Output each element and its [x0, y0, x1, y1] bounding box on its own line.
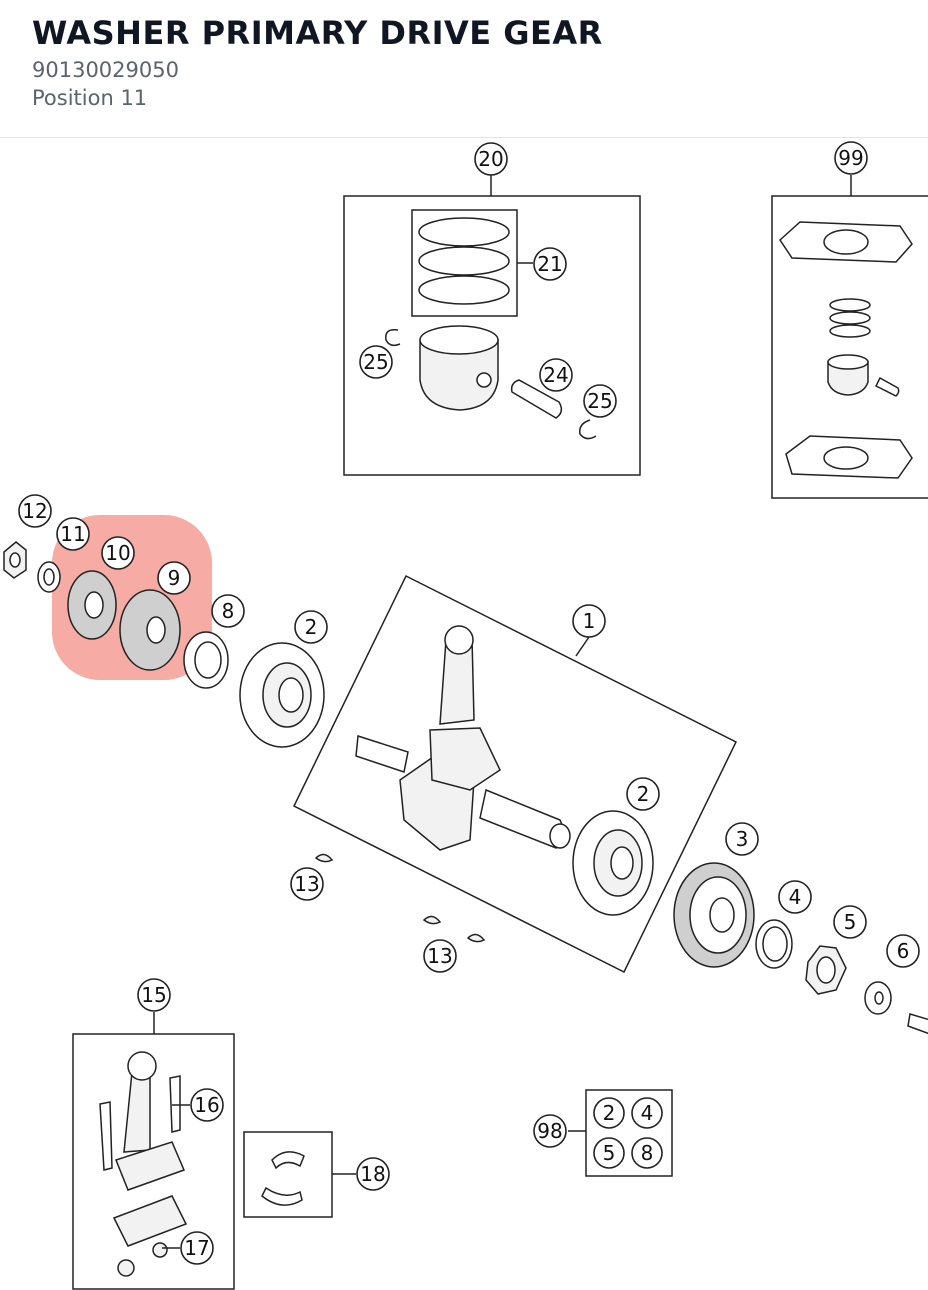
page-title: WASHER PRIMARY DRIVE GEAR [32, 14, 603, 52]
callout-20[interactable]: 20 [474, 142, 508, 176]
position-label: Position 11 [32, 86, 148, 110]
svg-text:17: 17 [184, 1236, 209, 1260]
primary-drive-parts[interactable] [3, 541, 325, 748]
callout-21[interactable]: 21 [533, 247, 567, 281]
key-13b[interactable] [422, 915, 442, 925]
callout-5[interactable]: 5 [833, 905, 867, 939]
svg-text:8: 8 [641, 1141, 654, 1165]
svg-text:13: 13 [427, 944, 452, 968]
svg-text:8: 8 [222, 599, 235, 623]
callout-4[interactable]: 4 [778, 880, 812, 914]
callout-12[interactable]: 12 [18, 494, 52, 528]
svg-text:98: 98 [537, 1119, 562, 1143]
callout-11[interactable]: 11 [56, 517, 90, 551]
callout-24[interactable]: 24 [539, 358, 573, 392]
svg-text:16: 16 [194, 1093, 219, 1117]
part-number: 90130029050 [32, 58, 179, 82]
callout-98[interactable]: 98 [533, 1114, 567, 1148]
kit-callout-4[interactable]: 4 [631, 1097, 663, 1129]
svg-text:4: 4 [789, 885, 802, 909]
svg-text:15: 15 [141, 983, 166, 1007]
svg-text:6: 6 [897, 939, 910, 963]
key-13c[interactable] [466, 933, 486, 943]
svg-text:11: 11 [60, 522, 85, 546]
callout-99[interactable]: 99 [834, 141, 868, 175]
callout-6[interactable]: 6 [886, 934, 920, 968]
svg-text:2: 2 [305, 615, 318, 639]
svg-text:2: 2 [637, 782, 650, 806]
callout-13b[interactable]: 13 [423, 939, 457, 973]
svg-text:9: 9 [168, 566, 181, 590]
svg-text:24: 24 [543, 363, 568, 387]
timing-drive-parts[interactable] [673, 862, 928, 1035]
bearing-kit-group[interactable] [568, 1089, 673, 1177]
callout-25a[interactable]: 25 [359, 345, 393, 379]
svg-text:21: 21 [537, 252, 562, 276]
svg-text:25: 25 [587, 389, 612, 413]
kit-group[interactable] [771, 175, 928, 499]
svg-text:3: 3 [736, 827, 749, 851]
callout-13a[interactable]: 13 [290, 867, 324, 901]
callout-15[interactable]: 15 [137, 978, 171, 1012]
callout-16[interactable]: 16 [190, 1088, 224, 1122]
exploded-parts-diagram[interactable]: 20 99 21 25 24 25 12 11 10 9 8 2 1 2 3 4… [0, 138, 928, 1290]
svg-text:5: 5 [844, 910, 857, 934]
callout-3[interactable]: 3 [725, 822, 759, 856]
svg-text:2: 2 [603, 1101, 616, 1125]
callout-2b[interactable]: 2 [626, 777, 660, 811]
svg-text:18: 18 [360, 1162, 385, 1186]
svg-text:10: 10 [105, 541, 130, 565]
bearing-shell-group[interactable] [243, 1131, 356, 1218]
callout-9[interactable]: 9 [157, 561, 191, 595]
callout-18[interactable]: 18 [356, 1157, 390, 1191]
svg-text:1: 1 [583, 609, 596, 633]
svg-text:13: 13 [294, 872, 319, 896]
page-header: WASHER PRIMARY DRIVE GEAR 90130029050 Po… [0, 0, 928, 138]
conrod-group[interactable] [72, 1012, 235, 1290]
callout-2a[interactable]: 2 [294, 610, 328, 644]
svg-text:12: 12 [22, 499, 47, 523]
callout-1[interactable]: 1 [572, 604, 606, 638]
svg-text:4: 4 [641, 1101, 654, 1125]
svg-text:99: 99 [838, 146, 863, 170]
piston-group[interactable] [343, 175, 641, 476]
callout-17[interactable]: 17 [180, 1231, 214, 1265]
key-13a[interactable] [314, 853, 334, 863]
callout-10[interactable]: 10 [101, 536, 135, 570]
kit-callout-8[interactable]: 8 [631, 1137, 663, 1169]
callout-8[interactable]: 8 [211, 594, 245, 628]
kit-callout-2[interactable]: 2 [593, 1097, 625, 1129]
svg-text:25: 25 [363, 350, 388, 374]
svg-text:20: 20 [478, 147, 503, 171]
svg-text:5: 5 [603, 1141, 616, 1165]
kit-callout-5[interactable]: 5 [593, 1137, 625, 1169]
callout-25b[interactable]: 25 [583, 384, 617, 418]
crankshaft-group[interactable] [293, 574, 737, 974]
